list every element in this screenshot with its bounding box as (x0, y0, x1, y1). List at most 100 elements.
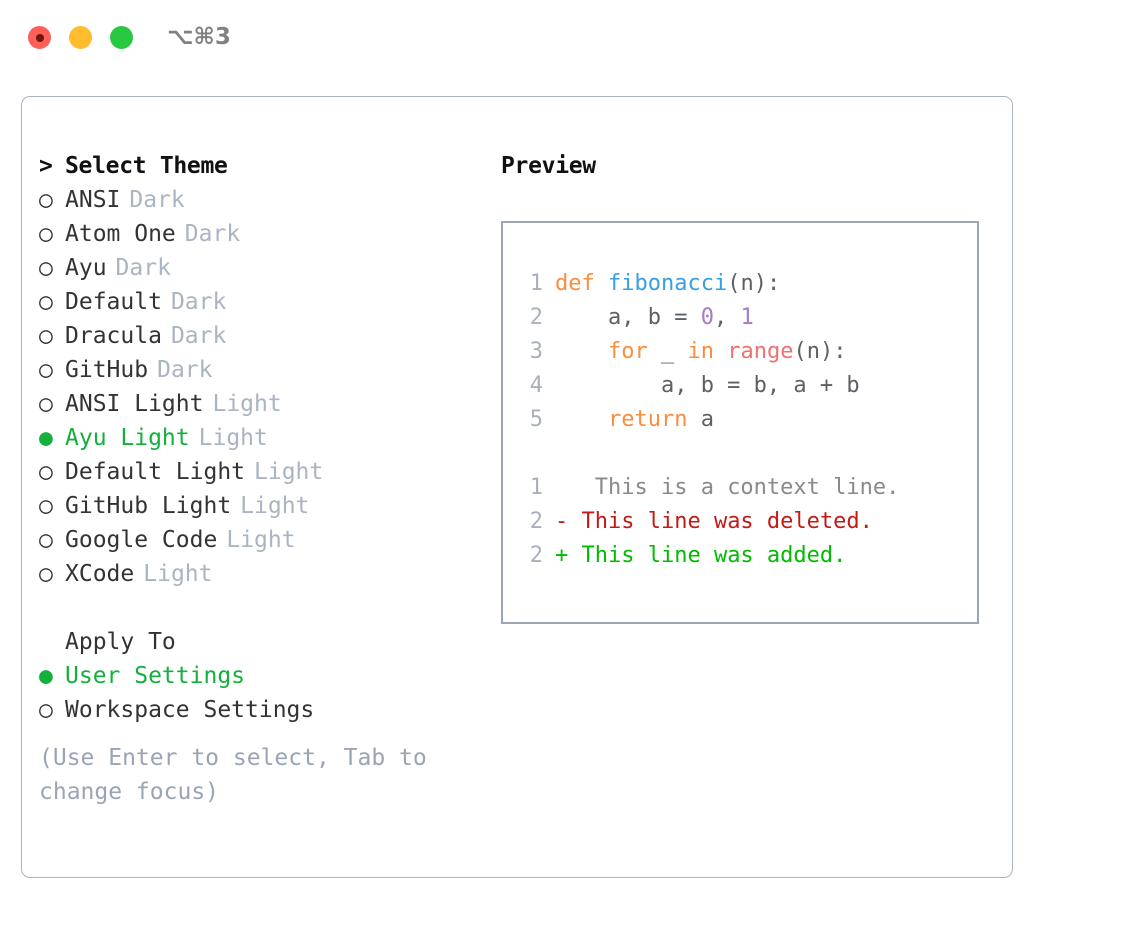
code-token-plain (555, 407, 608, 432)
code-token-plain: a, b = (555, 305, 701, 330)
theme-variant-badge: Light (212, 391, 282, 417)
radio-unselected-icon: ○ (39, 493, 53, 519)
theme-variant-badge: Dark (184, 221, 241, 247)
line-number: 2 (529, 509, 543, 534)
code-line: 5 return a (521, 403, 977, 437)
diff-text: This line was added. (568, 543, 847, 568)
diff-text: This line was deleted. (568, 509, 873, 534)
code-token-plain: a, b = b, a + b (555, 373, 860, 398)
diff-sign: - (555, 509, 569, 534)
code-line: 3 for _ in range(n): (521, 335, 977, 369)
theme-variant-badge: Light (143, 561, 213, 587)
theme-variant-badge: Dark (170, 323, 227, 349)
line-number: 2 (529, 305, 543, 330)
apply-to-header: Apply To (39, 625, 479, 659)
traffic-lights (28, 26, 133, 49)
theme-option-xcode[interactable]: ○ XCode Light (39, 557, 479, 591)
select-theme-title: Select Theme (65, 153, 228, 179)
code-line: 2 a, b = 0, 1 (521, 301, 977, 335)
radio-selected-icon: ● (39, 425, 53, 451)
line-number: 3 (529, 339, 543, 364)
line-number: 2 (529, 543, 543, 568)
keyboard-shortcut-label: ⌥⌘3 (167, 24, 231, 50)
theme-variant-badge: Light (254, 459, 324, 485)
theme-name: XCode (65, 561, 135, 587)
theme-name: Ayu (65, 255, 107, 281)
close-window-icon[interactable] (28, 26, 51, 49)
theme-name: GitHub Light (65, 493, 232, 519)
code-token-num: 1 (740, 305, 754, 330)
radio-unselected-icon: ○ (39, 221, 53, 247)
code-token-plain: , (713, 305, 741, 330)
theme-name: Default Light (65, 459, 246, 485)
code-token-kw: for (607, 339, 648, 364)
diff-sample: 1 This is a context line. 2- This line wa… (521, 471, 977, 573)
code-line: 4 a, b = b, a + b (521, 369, 977, 403)
theme-variant-badge: Light (198, 425, 268, 451)
apply-to-option-user-settings[interactable]: ● User Settings (39, 659, 479, 693)
code-token-plain: _ (647, 339, 688, 364)
theme-option-default-light[interactable]: ○ Default Light Light (39, 455, 479, 489)
theme-variant-badge: Light (240, 493, 310, 519)
code-token-plain (714, 339, 727, 364)
diff-sign (555, 475, 568, 500)
preview-title: Preview (501, 153, 596, 179)
radio-unselected-icon: ○ (39, 459, 53, 485)
diff-line-add: 2+ This line was added. (521, 539, 977, 573)
diff-line-ctx: 1 This is a context line. (521, 471, 977, 505)
minimize-window-icon[interactable] (69, 26, 92, 49)
code-line: 1 def fibonacci(n): (521, 267, 977, 301)
code-token-kw: in (687, 339, 714, 364)
code-token-num: 0 (700, 305, 714, 330)
theme-name: Atom One (65, 221, 176, 247)
apply-to-label: User Settings (65, 663, 246, 689)
radio-unselected-icon: ○ (39, 561, 53, 587)
theme-name: GitHub (65, 357, 149, 383)
code-token-builtin: range (727, 339, 794, 364)
code-diff-separator (521, 437, 977, 471)
title-bar: ⌥⌘3 (0, 0, 1140, 78)
theme-option-atom-one[interactable]: ○ Atom One Dark (39, 217, 479, 251)
diff-text: This is a context line. (568, 475, 900, 500)
radio-unselected-icon: ○ (39, 357, 53, 383)
radio-unselected-icon: ○ (39, 391, 53, 417)
theme-option-github-light[interactable]: ○ GitHub Light Light (39, 489, 479, 523)
code-token-fn: fibonacci (607, 271, 728, 296)
code-token-plain: (n): (793, 339, 847, 364)
maximize-window-icon[interactable] (110, 26, 133, 49)
apply-to-option-workspace-settings[interactable]: ○Workspace Settings (39, 693, 479, 727)
code-token-plain (555, 339, 608, 364)
radio-selected-icon: ● (39, 663, 53, 689)
line-number: 1 (529, 271, 543, 296)
line-number: 4 (529, 373, 543, 398)
theme-name: Ayu Light (65, 425, 190, 451)
theme-option-ayu-light[interactable]: ● Ayu Light Light (39, 421, 479, 455)
theme-variant-badge: Dark (170, 289, 227, 315)
theme-variant-badge: Light (226, 527, 296, 553)
theme-variant-badge: Dark (115, 255, 171, 281)
apply-to-title: Apply To (65, 629, 176, 655)
theme-name: Google Code (65, 527, 218, 553)
code-token-plain: (n): (727, 271, 781, 296)
theme-variant-badge: Dark (157, 357, 213, 383)
apply-to-list: ● User Settings ○Workspace Settings (39, 659, 479, 727)
line-number: 1 (529, 475, 543, 500)
line-number: 5 (529, 407, 543, 432)
code-token-kw: def (555, 271, 608, 296)
theme-option-github[interactable]: ○ GitHub Dark (39, 353, 479, 387)
code-token-plain: a (687, 407, 714, 432)
theme-name: Dracula (65, 323, 162, 349)
radio-unselected-icon: ○ (39, 697, 53, 723)
theme-name: Default (65, 289, 162, 315)
